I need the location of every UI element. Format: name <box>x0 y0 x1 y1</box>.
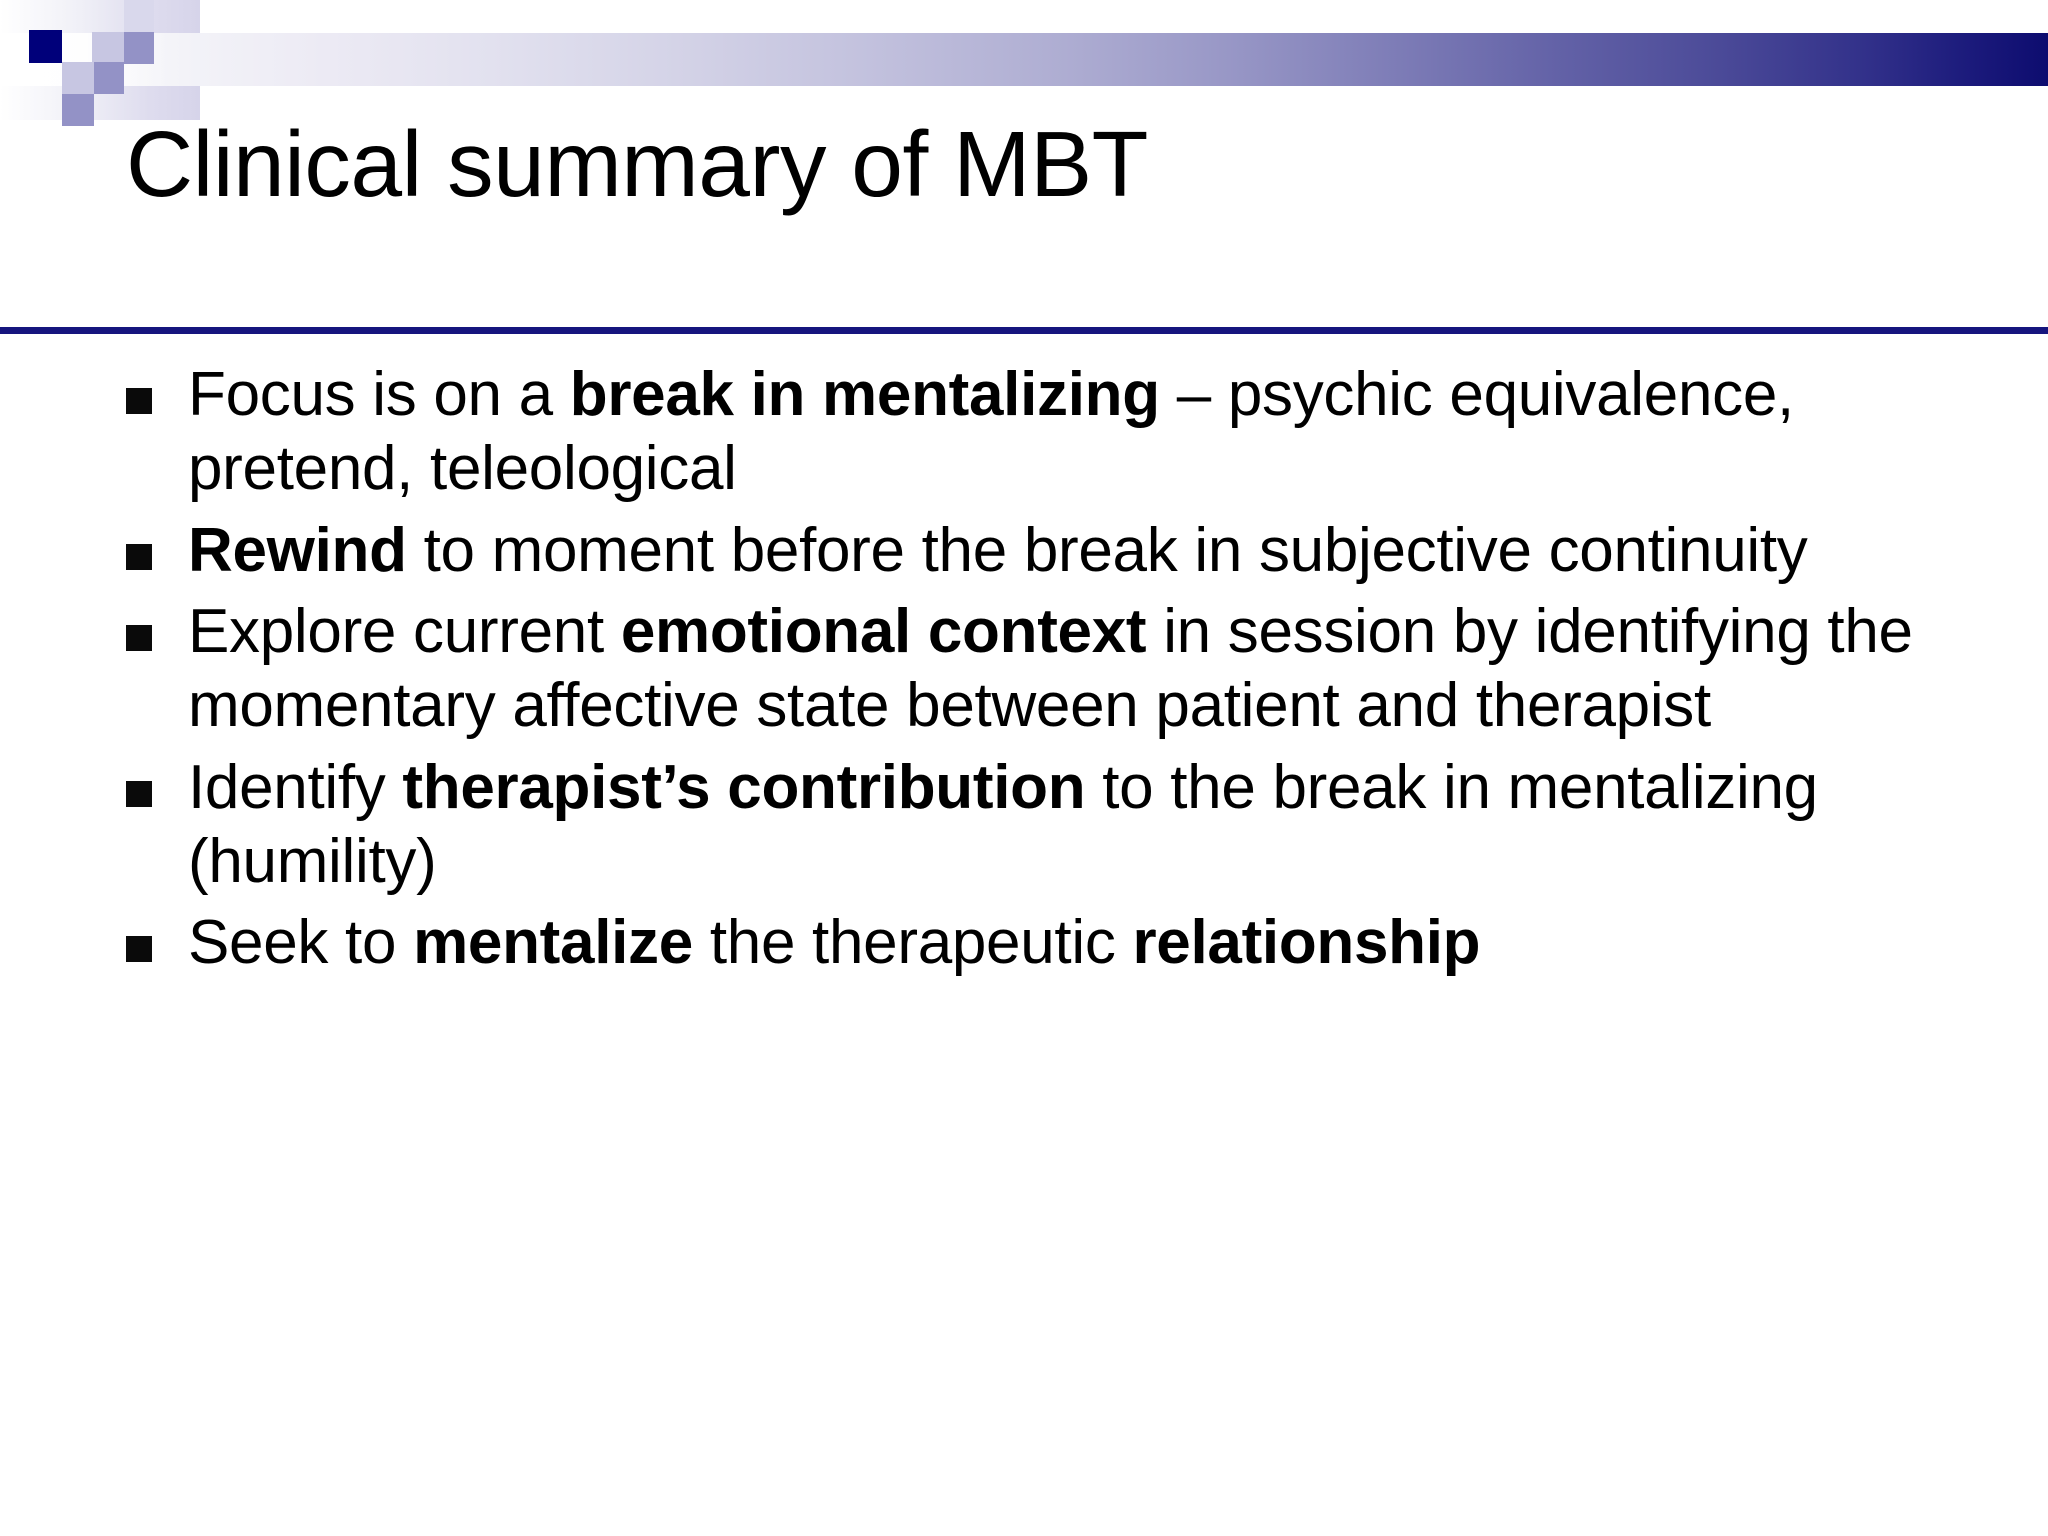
emphasis-text: relationship <box>1132 908 1481 978</box>
header-square-light-1 <box>92 32 124 64</box>
list-item: Seek to mentalize the therapeutic relati… <box>126 906 2006 980</box>
plain-text: Identify <box>188 752 403 822</box>
plain-text: Focus is on a <box>188 360 570 429</box>
header-square-light-2 <box>62 62 94 94</box>
plain-text: the therapeutic <box>692 908 1133 978</box>
plain-text: Explore current <box>188 597 621 667</box>
emphasis-text: Rewind <box>188 515 407 585</box>
bullet-square-glyph <box>126 780 152 807</box>
header-square-mid-1 <box>124 32 154 64</box>
emphasis-text: therapist’s contribution <box>402 752 1086 822</box>
bullet-square-glyph <box>126 543 152 570</box>
page-title: Clinical summary of MBT <box>126 112 1149 216</box>
plain-text: to moment before the break in subjective… <box>406 515 1808 585</box>
bullet-square-icon <box>126 906 188 963</box>
header-gradient-band <box>0 33 2048 86</box>
list-item: Focus is on a break in mentalizing – psy… <box>126 358 2006 506</box>
bullet-square-glyph <box>126 936 152 963</box>
list-item-text: Seek to mentalize the therapeutic relati… <box>188 906 2006 980</box>
header-square-pale-1 <box>124 0 154 32</box>
header-square-mid-2 <box>94 62 124 94</box>
plain-text: Seek to <box>188 908 414 978</box>
bullet-square-icon <box>126 358 188 414</box>
plain-text: – psychic equivalence, pretend, teleolog… <box>188 360 1794 503</box>
emphasis-text: emotional context <box>620 597 1147 667</box>
list-item: Identify therapist’s contribution to the… <box>126 751 2006 899</box>
bullet-square-icon <box>126 595 188 652</box>
title-divider-rule <box>0 327 2048 334</box>
plain-text: in session by identifying the momentary … <box>188 597 1913 741</box>
plain-text: to the break in mentalizing (humility) <box>188 752 1818 896</box>
bullet-square-icon <box>126 751 188 807</box>
list-item-text: Rewind to moment before the break in sub… <box>188 514 2006 588</box>
list-item-text: Identify therapist’s contribution to the… <box>188 751 2006 899</box>
list-item: Explore current emotional context in ses… <box>126 595 2006 743</box>
list-item: Rewind to moment before the break in sub… <box>126 514 2006 588</box>
bullet-list: Focus is on a break in mentalizing – psy… <box>126 358 2006 988</box>
slide-header-decoration <box>0 0 2048 126</box>
emphasis-text: mentalize <box>413 908 693 978</box>
header-square-navy <box>29 30 62 63</box>
list-item-text: Explore current emotional context in ses… <box>188 595 2006 743</box>
emphasis-text: break in mentalizing <box>569 360 1160 429</box>
bullet-square-icon <box>126 514 188 570</box>
list-item-text: Focus is on a break in mentalizing – psy… <box>188 358 2006 506</box>
header-square-mid-3 <box>62 94 94 126</box>
bullet-square-glyph <box>126 625 152 652</box>
bullet-square-glyph <box>126 388 152 414</box>
